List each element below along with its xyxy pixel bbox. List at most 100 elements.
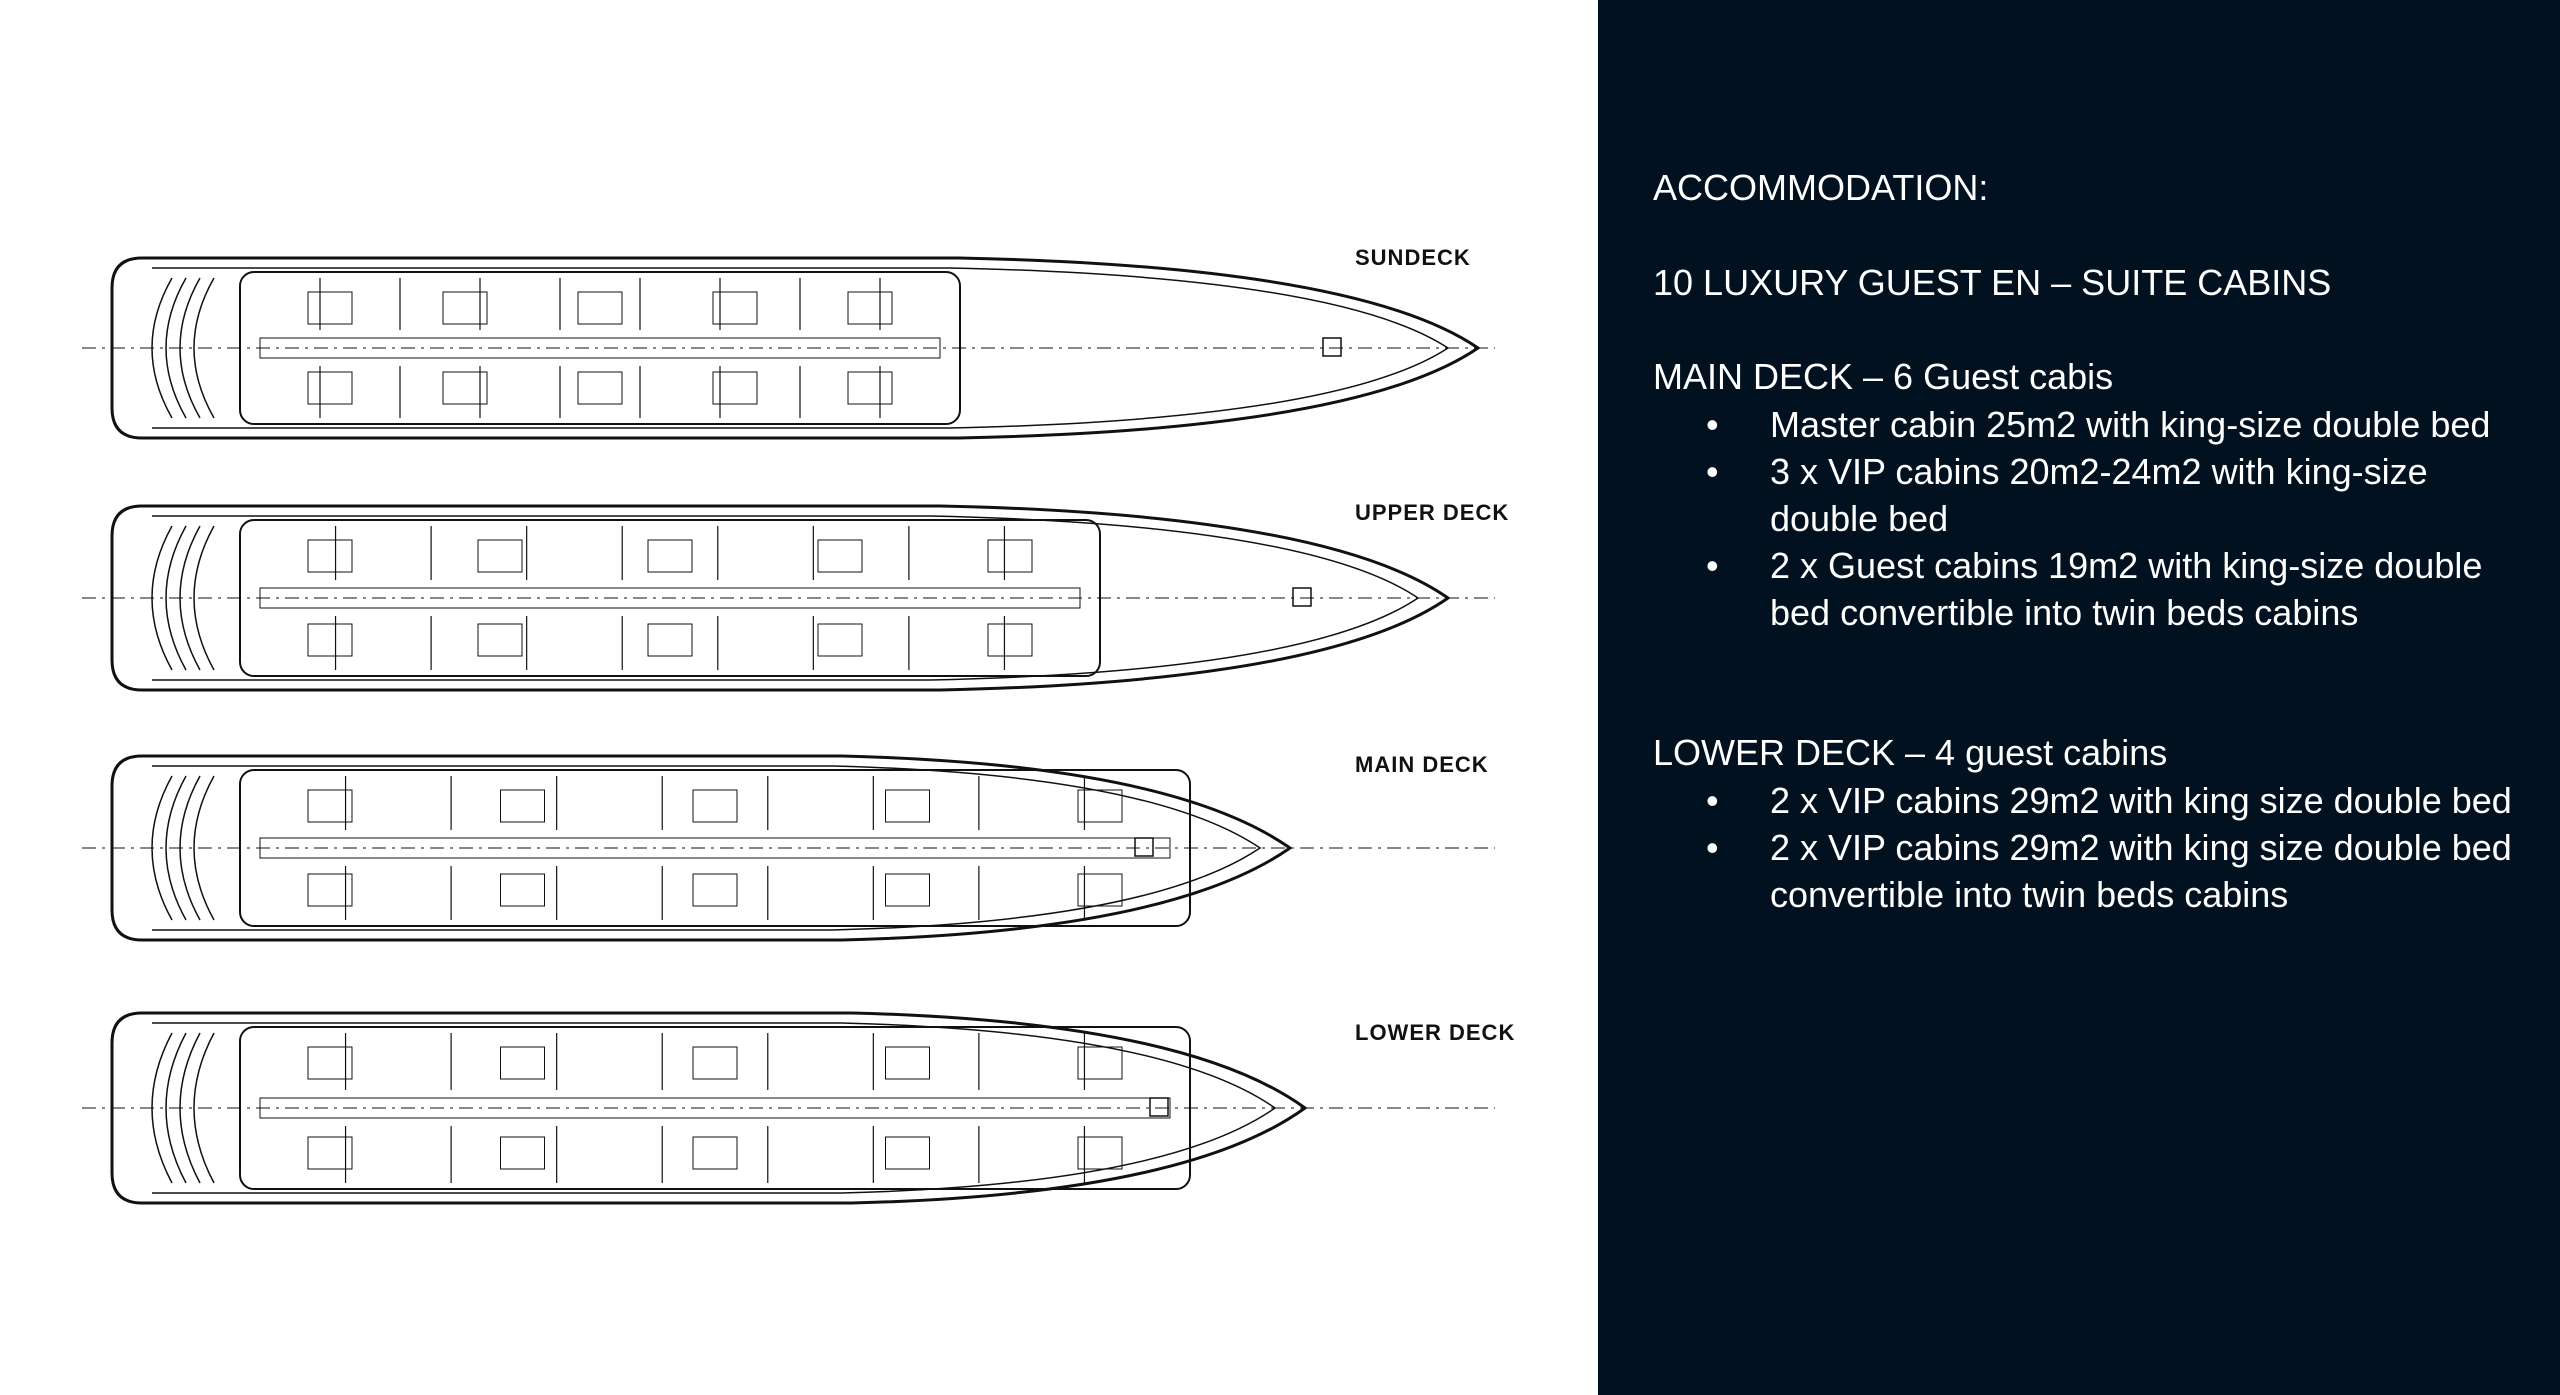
bullet-icon: • (1706, 451, 1719, 492)
upper-deck-furniture (307, 539, 353, 573)
lower-deck-cabin-text: 2 x VIP cabins 29m2 with king size doubl… (1770, 827, 2512, 915)
bullet-icon: • (1706, 545, 1719, 586)
deck-label-upper-deck: UPPER DECK (1355, 500, 1510, 525)
sundeck-stern-arc (179, 277, 201, 419)
lower-deck-stern-arc (165, 1032, 187, 1184)
lower-deck-hull-outline (110, 1011, 1308, 1205)
lower-deck-cabin-list: • 2 x VIP cabins 29m2 with king size dou… (1653, 777, 2558, 918)
main-deck-corridor (259, 837, 1171, 859)
upper-deck-furniture (647, 539, 693, 573)
upper-deck-inner-hull (152, 515, 1420, 681)
lower-deck-corridor (259, 1097, 1171, 1119)
upper-deck-furniture (817, 623, 863, 657)
lower-deck-furniture (307, 1046, 353, 1080)
lower-deck-title: LOWER DECK – 4 guest cabins (1653, 732, 2168, 773)
sundeck-hull-outline (110, 256, 1481, 440)
list-item: • 2 x VIP cabins 29m2 with king size dou… (1653, 824, 2558, 918)
main-deck-cabin-text: 3 x VIP cabins 20m2-24m2 with king-size … (1770, 451, 2428, 539)
list-item: • 3 x VIP cabins 20m2-24m2 with king-siz… (1653, 448, 2553, 542)
upper-deck-stern-arc (165, 525, 187, 671)
upper-deck-furniture (307, 623, 353, 657)
main-deck-furniture (307, 873, 353, 907)
sundeck-superstructure (239, 271, 961, 425)
lower-deck-furniture (1077, 1136, 1123, 1170)
sundeck-stern-arc (165, 277, 187, 419)
main-deck-stern-arc (179, 775, 201, 921)
sundeck-furniture (577, 371, 623, 405)
main-deck-furniture (692, 873, 738, 907)
lower-deck-inner-hull (152, 1022, 1277, 1194)
upper-deck-stern-arc (151, 525, 173, 671)
lower-deck-furniture (1077, 1046, 1123, 1080)
list-item: • Master cabin 25m2 with king-size doubl… (1653, 401, 2553, 448)
deck-plans-panel: SUNDECK UPPER DECK MAIN DECK LOWER DECK (82, 245, 1516, 1205)
lower-deck-furniture (307, 1136, 353, 1170)
main-deck-furniture (885, 789, 930, 823)
accommodation-panel: ACCOMMODATION: 10 LUXURY GUEST EN – SUIT… (1598, 0, 2560, 1395)
upper-deck-furniture (817, 539, 863, 573)
upper-deck-superstructure (239, 519, 1101, 677)
lower-deck-cabin-text: 2 x VIP cabins 29m2 with king size doubl… (1770, 780, 2512, 821)
upper-deck-bow-fitting (1292, 587, 1312, 607)
sundeck-furniture (847, 291, 893, 325)
deck-label-main-deck: MAIN DECK (1355, 752, 1489, 777)
lower-deck-furniture (885, 1046, 930, 1080)
main-deck-furniture (307, 789, 353, 823)
upper-deck-corridor (259, 587, 1081, 609)
lower-deck-stern-arc (151, 1032, 173, 1184)
main-deck-furniture (500, 873, 545, 907)
main-deck-furniture (1077, 789, 1123, 823)
lower-deck-bow-fitting (1149, 1097, 1169, 1117)
upper-deck-furniture (987, 539, 1033, 573)
upper-deck-furniture (477, 623, 523, 657)
sundeck-furniture (307, 291, 353, 325)
main-deck-superstructure (239, 769, 1191, 927)
main-deck-stern-arc (165, 775, 187, 921)
lower-deck-furniture (692, 1046, 738, 1080)
lower-deck-furniture (500, 1136, 545, 1170)
lower-deck-furniture (692, 1136, 738, 1170)
bullet-icon: • (1706, 827, 1719, 868)
accommodation-heading: ACCOMMODATION: (1653, 167, 1989, 208)
main-deck-furniture (500, 789, 545, 823)
sundeck-furniture (307, 371, 353, 405)
bullet-icon: • (1706, 780, 1719, 821)
sundeck-stern-arc (151, 277, 173, 419)
main-deck-furniture (692, 789, 738, 823)
main-deck-inner-hull (152, 765, 1262, 931)
main-deck-stern-arc (193, 775, 215, 921)
main-deck-cabin-text: 2 x Guest cabins 19m2 with king-size dou… (1770, 545, 2483, 633)
upper-deck-stern-arc (179, 525, 201, 671)
lower-deck-furniture (885, 1136, 930, 1170)
lower-deck-furniture (500, 1046, 545, 1080)
sundeck-inner-hull (152, 267, 1450, 429)
sundeck-furniture (712, 291, 758, 325)
upper-deck-furniture (987, 623, 1033, 657)
main-deck-cabin-list: • Master cabin 25m2 with king-size doubl… (1653, 401, 2553, 636)
main-deck-title: MAIN DECK – 6 Guest cabis (1653, 356, 2114, 397)
deck-label-lower-deck: LOWER DECK (1355, 1020, 1516, 1045)
main-deck-furniture (1077, 873, 1123, 907)
upper-deck-stern-arc (193, 525, 215, 671)
main-deck-hull-outline (110, 754, 1293, 942)
main-deck-furniture (885, 873, 930, 907)
sundeck-furniture (712, 371, 758, 405)
main-deck-bow-fitting (1134, 837, 1154, 857)
upper-deck-furniture (477, 539, 523, 573)
sundeck-furniture (577, 291, 623, 325)
lower-deck-stern-arc (193, 1032, 215, 1184)
deck-plans-drawing (82, 256, 1495, 1205)
upper-deck-furniture (647, 623, 693, 657)
deck-label-sundeck: SUNDECK (1355, 245, 1471, 270)
sundeck-furniture (847, 371, 893, 405)
upper-deck-hull-outline (110, 504, 1451, 692)
accommodation-subtitle: 10 LUXURY GUEST EN – SUITE CABINS (1653, 262, 2332, 303)
sundeck-bow-fitting (1322, 337, 1342, 357)
bullet-icon: • (1706, 404, 1719, 445)
sundeck-stern-arc (193, 277, 215, 419)
list-item: • 2 x VIP cabins 29m2 with king size dou… (1653, 777, 2558, 824)
lower-deck-stern-arc (179, 1032, 201, 1184)
sundeck-corridor (259, 337, 941, 359)
list-item: • 2 x Guest cabins 19m2 with king-size d… (1653, 542, 2553, 636)
